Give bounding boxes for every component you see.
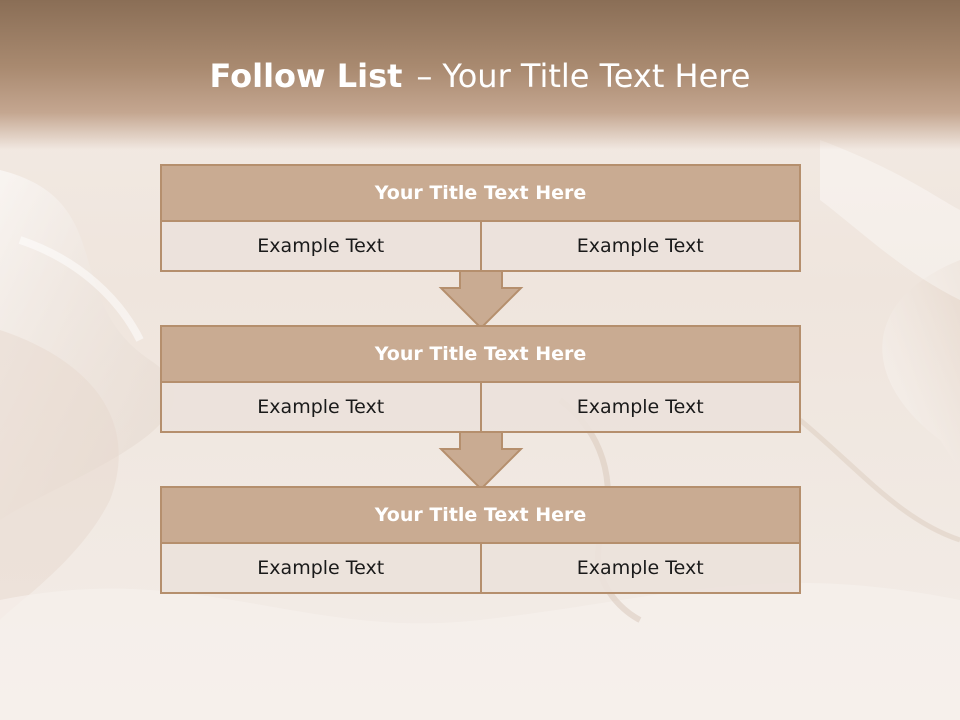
step-cell-right: Example Text xyxy=(479,222,800,270)
step-row: Example Text Example Text xyxy=(160,222,801,272)
slide-title-bold: Follow List xyxy=(209,57,403,95)
header-band xyxy=(0,0,960,150)
step-box-1: Your Title Text Here Example Text Exampl… xyxy=(160,164,801,272)
step-cell-left: Example Text xyxy=(257,235,385,257)
step-title: Your Title Text Here xyxy=(160,486,801,544)
step-box-3: Your Title Text Here Example Text Exampl… xyxy=(160,486,801,594)
step-cell-left: Example Text xyxy=(257,557,385,579)
step-cell-right: Example Text xyxy=(479,544,800,592)
step-row: Example Text Example Text xyxy=(160,544,801,594)
down-arrow-icon xyxy=(438,431,524,491)
step-title: Your Title Text Here xyxy=(160,325,801,383)
slide-title: Follow List–Your Title Text Here xyxy=(0,52,960,100)
down-arrow-icon xyxy=(438,270,524,330)
step-cell-right: Example Text xyxy=(479,383,800,431)
slide-title-rest: Your Title Text Here xyxy=(442,57,751,95)
step-box-2: Your Title Text Here Example Text Exampl… xyxy=(160,325,801,433)
step-title: Your Title Text Here xyxy=(160,164,801,222)
step-row: Example Text Example Text xyxy=(160,383,801,433)
slide-title-separator: – xyxy=(416,57,433,95)
step-cell-left: Example Text xyxy=(257,396,385,418)
